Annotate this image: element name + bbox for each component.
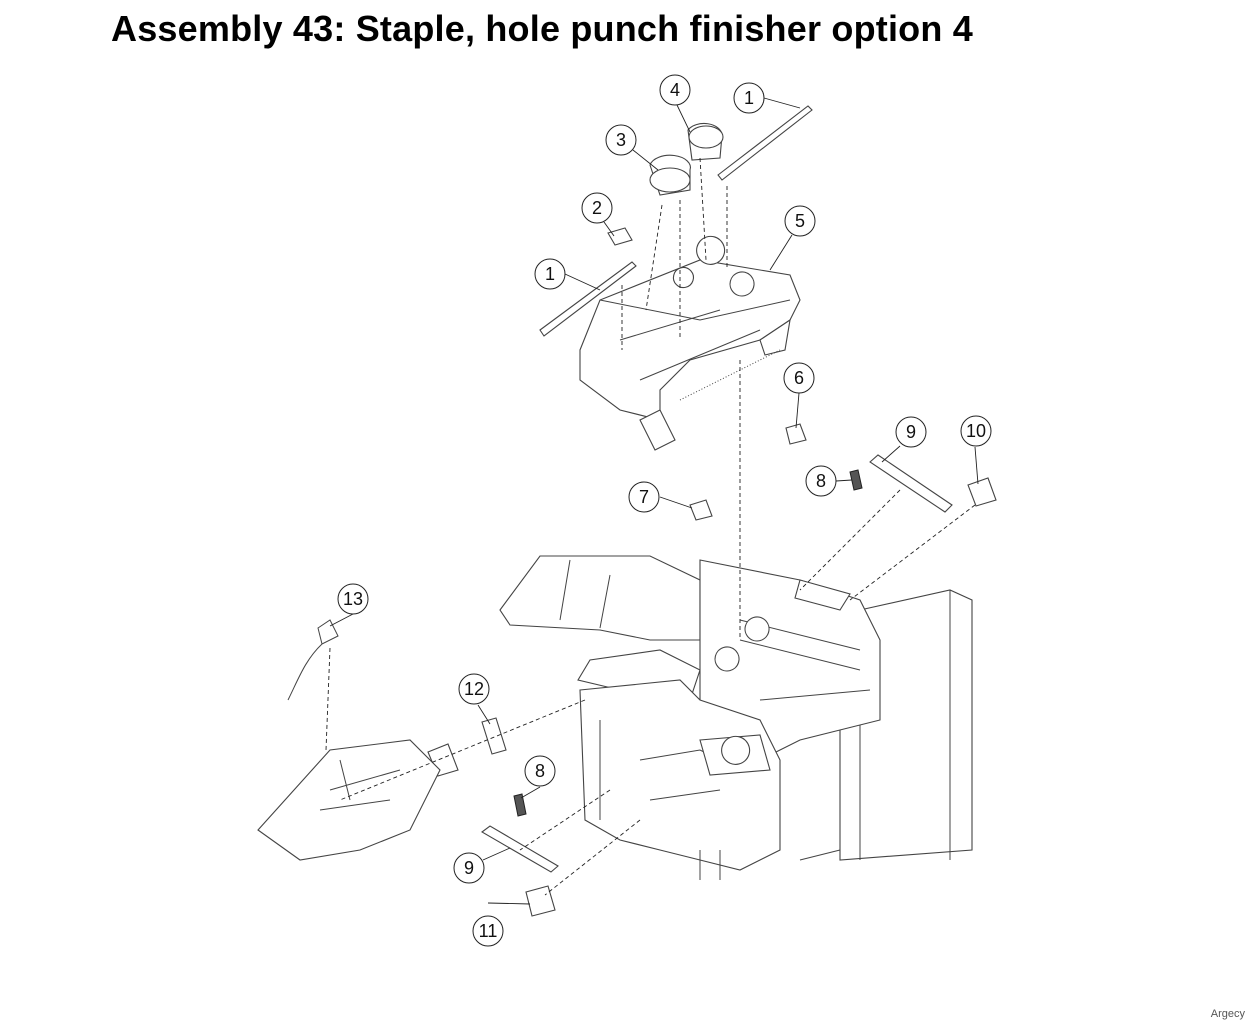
callout-label: 12 xyxy=(464,679,484,699)
callout-9-lower: 9 xyxy=(453,852,485,884)
callout-7: 7 xyxy=(628,481,660,513)
callout-label: 2 xyxy=(592,198,602,218)
callout-2: 2 xyxy=(581,192,613,224)
part-6-sensor xyxy=(785,423,807,445)
page-title: Assembly 43: Staple, hole punch finisher… xyxy=(111,8,973,49)
callout-3: 3 xyxy=(605,124,637,156)
callout-9-upper: 9 xyxy=(895,416,927,448)
callout-8-upper: 8 xyxy=(805,465,837,497)
belt-parts xyxy=(539,105,813,337)
part-9-shaft-upper xyxy=(869,454,953,513)
callout-label: 9 xyxy=(464,858,474,878)
callout-4: 4 xyxy=(659,74,691,106)
callout-5: 5 xyxy=(784,205,816,237)
callout-lines xyxy=(329,97,979,905)
callout-11: 11 xyxy=(472,915,504,947)
part-8-spring-upper xyxy=(849,469,863,491)
callout-label: 8 xyxy=(535,761,545,781)
callout-label: 4 xyxy=(670,80,680,100)
callout-label: 6 xyxy=(794,368,804,388)
callout-label: 11 xyxy=(479,921,498,941)
callout-label: 13 xyxy=(343,589,363,609)
staple-unit-assembly xyxy=(579,235,801,451)
part-13-cable xyxy=(287,619,339,701)
finisher-main-body xyxy=(499,555,973,880)
part-9-shaft-lower xyxy=(481,825,559,873)
callout-label: 7 xyxy=(639,487,649,507)
callout-8-lower: 8 xyxy=(524,755,556,787)
callout-label: 9 xyxy=(906,422,916,442)
watermark-text: Argecy xyxy=(1210,1008,1245,1020)
callout-1-right: 1 xyxy=(733,82,765,114)
part-12-bracket xyxy=(481,717,507,755)
callout-label: 10 xyxy=(966,421,986,441)
part-11-board xyxy=(525,885,556,917)
callout-label: 1 xyxy=(545,264,555,284)
callout-label: 8 xyxy=(816,471,826,491)
callout-10: 10 xyxy=(960,415,992,447)
callout-12: 12 xyxy=(458,673,490,705)
part-7-sensor xyxy=(689,499,713,521)
callout-1-left: 1 xyxy=(534,258,566,290)
assembly-leader-lines xyxy=(325,157,976,896)
callout-13: 13 xyxy=(337,583,369,615)
callout-label: 3 xyxy=(616,130,626,150)
callout-label: 5 xyxy=(795,211,805,231)
part-8-spring-lower xyxy=(513,793,527,817)
callout-6: 6 xyxy=(783,362,815,394)
small-parts xyxy=(257,227,997,917)
part-2-bracket xyxy=(607,227,633,246)
lower-cover-plate xyxy=(257,739,441,861)
part-10-board xyxy=(967,477,997,507)
motor-parts xyxy=(649,122,724,196)
callout-label: 1 xyxy=(744,88,754,108)
